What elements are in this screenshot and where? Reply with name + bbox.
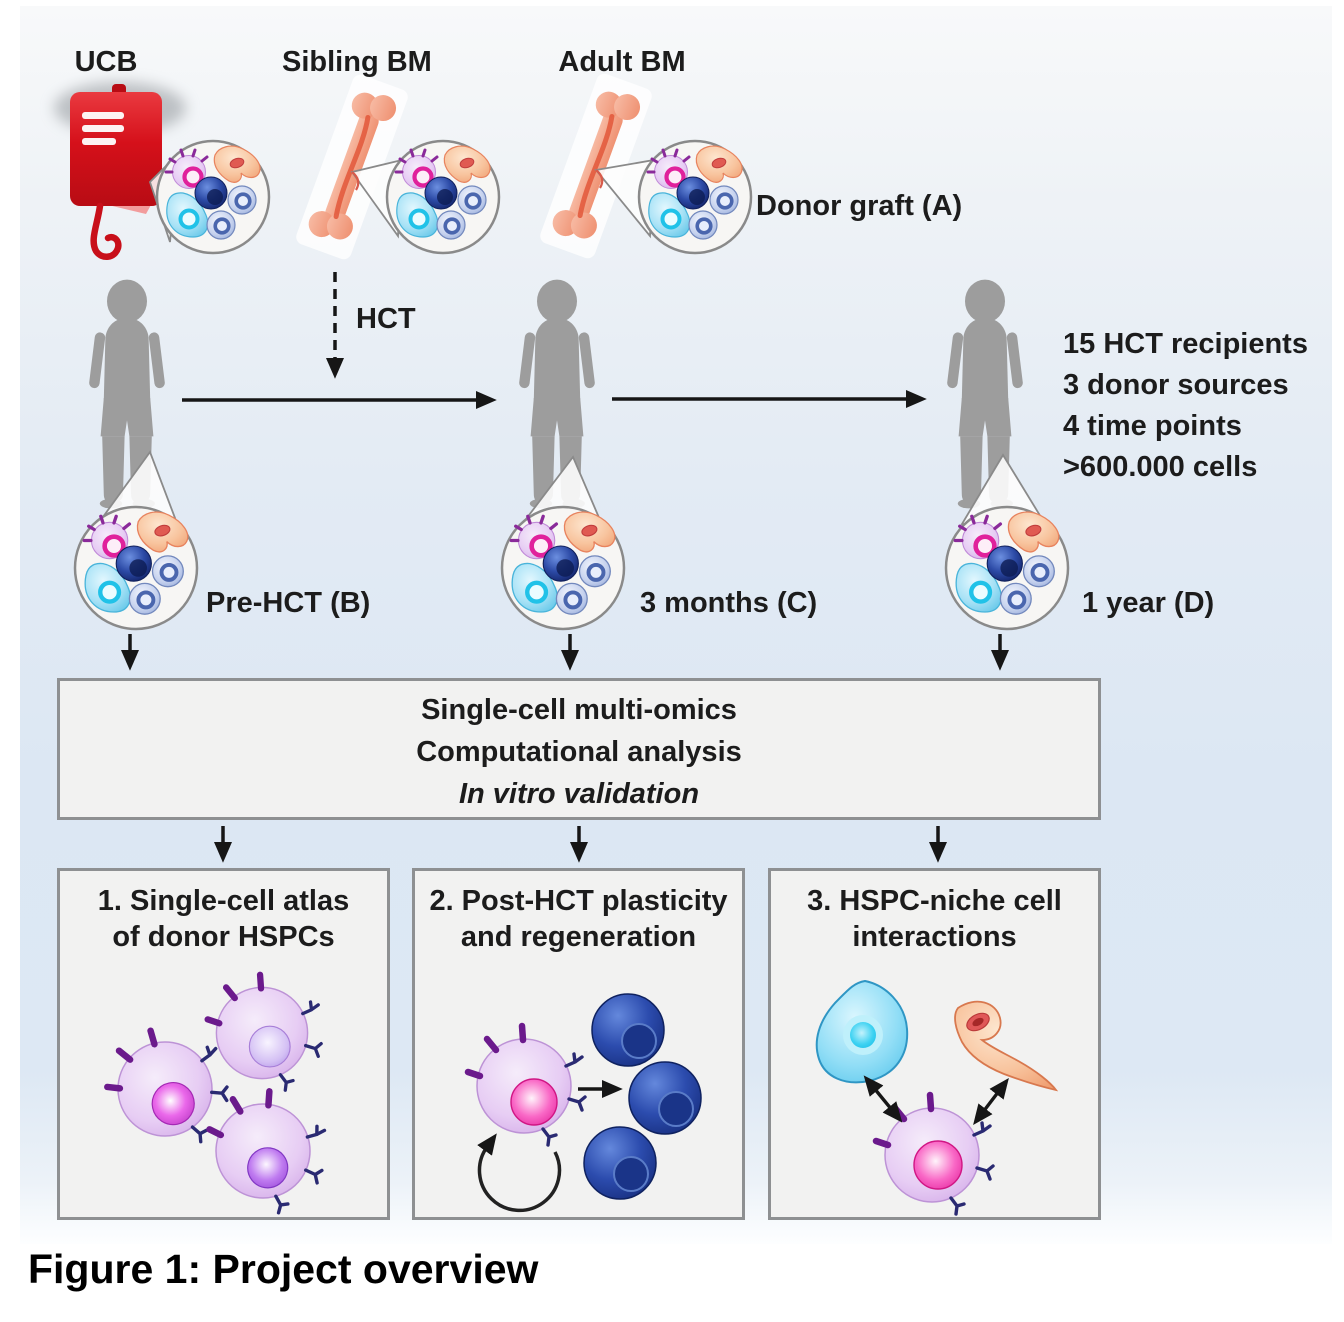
aim1-title-line1: 1. Single-cell atlas <box>97 885 350 917</box>
stat-cells: >600.000 cells <box>1063 451 1258 483</box>
aim-box-3: 3. HSPC-niche cell interactions <box>768 868 1101 1220</box>
aim-box-1: 1. Single-cell atlas of donor HSPCs <box>57 868 390 1220</box>
aim3-title-line2: interactions <box>852 921 1017 953</box>
stat-time-points: 4 time points <box>1063 410 1242 442</box>
analysis-box: Single-cell multi-omics Computational an… <box>57 678 1101 820</box>
timepoint-label-pre-hct: Pre-HCT (B) <box>206 587 371 619</box>
timepoint-label-1-year: 1 year (D) <box>1082 587 1215 619</box>
aim3-title-line1: 3. HSPC-niche cell <box>807 885 1062 917</box>
donor-graft-label: Donor graft (A) <box>756 190 963 222</box>
aim1-title-line2: of donor HSPCs <box>112 921 335 953</box>
aim-box-2: 2. Post-HCT plasticity and regeneration <box>412 868 745 1220</box>
stat-recipients: 15 HCT recipients <box>1063 328 1308 360</box>
analysis-line-1: Single-cell multi-omics <box>421 694 737 726</box>
aim2-title-line1: 2. Post-HCT plasticity <box>429 885 728 917</box>
donor-source-label-ucb: UCB <box>74 46 138 78</box>
aim2-title-line2: and regeneration <box>460 921 697 953</box>
analysis-line-2: Computational analysis <box>416 736 742 768</box>
hct-label: HCT <box>356 303 416 335</box>
cohort-stats: 15 HCT recipients 3 donor sources 4 time… <box>1063 324 1308 488</box>
timepoint-label-3-months: 3 months (C) <box>640 587 818 619</box>
analysis-line-3: In vitro validation <box>458 778 700 810</box>
donor-source-label-sibling-bm: Sibling BM <box>282 46 432 78</box>
stat-donor-sources: 3 donor sources <box>1063 369 1289 401</box>
figure-caption: Figure 1: Project overview <box>28 1246 539 1292</box>
donor-source-label-adult-bm: Adult BM <box>558 46 686 78</box>
